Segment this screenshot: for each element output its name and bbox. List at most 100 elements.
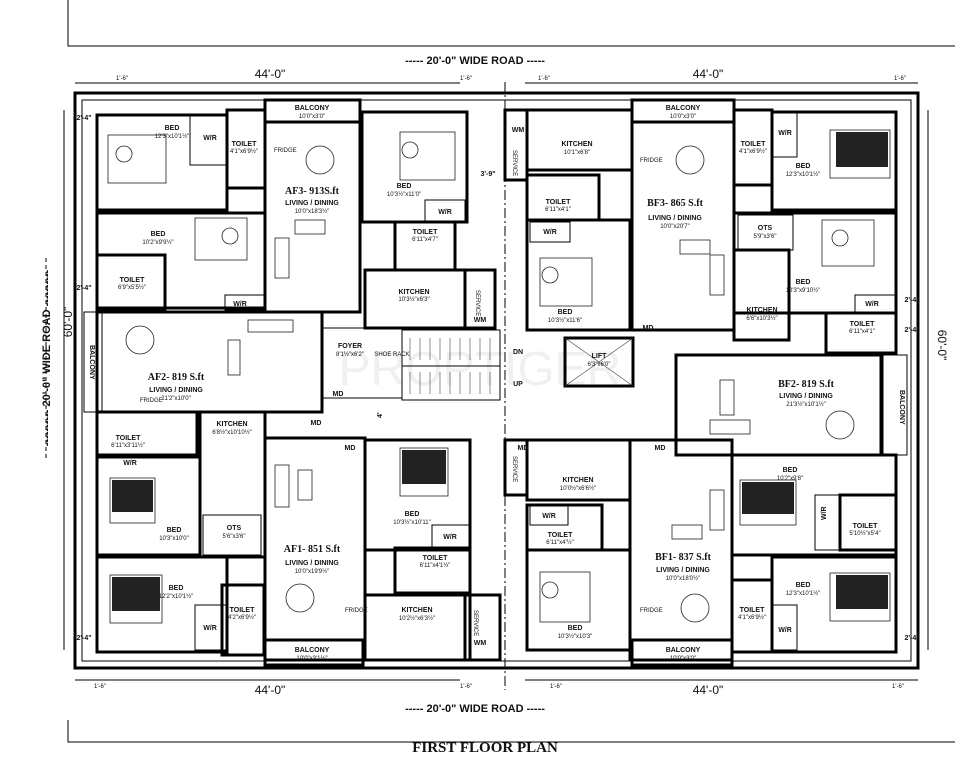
- setback-5: 1'-6": [94, 684, 106, 690]
- label-md-bf1: MD: [518, 445, 529, 452]
- room-toilet-af2: [95, 253, 167, 312]
- wr-b-tr: [771, 111, 798, 158]
- dim-toilet-b-br: 4'1"x6'9½": [738, 614, 766, 621]
- dim-balcony-a-top: 10'0"x3'0": [299, 114, 325, 120]
- label-bed-bf3: BED: [558, 309, 573, 316]
- label-wm-af3: WM: [474, 317, 487, 324]
- label-bed-af3: BED: [397, 183, 412, 190]
- label-toilet-a-bl: TOILET: [230, 607, 255, 614]
- label-ots-b: OTS: [758, 225, 773, 232]
- label-bed-af2: BED: [151, 231, 166, 238]
- dim-foyer: 8'1½"x6'2": [336, 351, 364, 358]
- dim-bed-b-tr: 12'3"x10'1½": [786, 171, 821, 178]
- label-md-af1: MD: [345, 445, 356, 452]
- dim-toilet-af2b: 6'11"x3'11½": [111, 442, 145, 449]
- dim-toilet-bf2: 6'11"x4'1": [849, 329, 875, 335]
- room-bed-b-tr: [770, 110, 898, 212]
- setback-6: 1'-6": [460, 684, 472, 690]
- label-bed-bf1: BED: [568, 625, 583, 632]
- dim-living-bf3: 10'0"x20'7": [660, 224, 690, 230]
- label-md-bf3: MD: [643, 325, 654, 332]
- room-toilet-bf2: [824, 311, 898, 355]
- dim-bed-a-bl: 12'2"x10'1½": [159, 593, 194, 600]
- ots-a: [202, 514, 262, 556]
- label-toilet-a-tl: TOILET: [232, 141, 257, 148]
- offset-b3: 2'-4": [904, 635, 919, 642]
- label-fridge-af1: FRIDGE: [345, 608, 368, 614]
- dim-bed-af2: 10'2"x9'9½": [142, 239, 173, 246]
- unit-bf1: BF1- 837 S.ft: [655, 552, 712, 563]
- label-balcony-a-bot: BALCONY: [295, 647, 330, 654]
- room-toilet-a-bl: [220, 583, 266, 657]
- label-wr-bf2b: W/R: [821, 506, 828, 520]
- label-balcony-a-top: BALCONY: [295, 105, 330, 112]
- unit-af2: AF2- 819 S.ft: [148, 372, 205, 383]
- gap-4: 4': [377, 412, 384, 418]
- label-wr-af1: W/R: [443, 534, 457, 541]
- balcony-a-bot: [263, 638, 365, 667]
- label-toilet-af1: TOILET: [423, 555, 448, 562]
- label-shoe-rack: SHOE RACK: [374, 352, 409, 358]
- dim-toilet-af2: 6'9"x5'5½": [118, 284, 146, 291]
- service-bf1: [503, 438, 529, 497]
- room-bed-af2b: [95, 453, 202, 557]
- label-living-af2: LIVING / DINING: [149, 387, 203, 394]
- room-kitchen-bf2: [732, 248, 791, 342]
- label-service-af3: SERVICE: [474, 290, 480, 316]
- setback-3: 1'-6": [538, 76, 550, 82]
- road-bottom-label: ----- 20'-0" WIDE ROAD -----: [405, 703, 545, 715]
- wr-bf1: [529, 504, 569, 526]
- label-fridge-bf1: FRIDGE: [640, 608, 663, 614]
- label-wm-af1: WM: [474, 640, 487, 647]
- dim-bed-af3: 10'3½"x11'0": [387, 191, 421, 198]
- dim-toilet-b-tr: 4'1"x6'9½": [739, 148, 767, 155]
- offset-b1: 2'-4": [904, 297, 919, 304]
- label-bed-af1: BED: [405, 511, 420, 518]
- label-balcony-bf2: BALCONY: [898, 390, 905, 425]
- label-wm-bf3: WM: [512, 127, 525, 134]
- label-wr-bf2: W/R: [865, 301, 879, 308]
- dim-bed-b-br: 12'3"x10'1½": [786, 590, 821, 597]
- offset-b2: 2'-4": [904, 327, 919, 334]
- dimension-lines: [63, 82, 929, 681]
- label-md-bf2: MD: [655, 445, 666, 452]
- label-kitchen-af1: KITCHEN: [401, 607, 432, 614]
- unit-af1: AF1- 851 S.ft: [284, 544, 341, 555]
- room-bed-af1: [363, 438, 472, 552]
- room-kitchen-af1: [363, 593, 472, 662]
- dim-kitchen-af3: 10'3½"x6'3": [398, 296, 429, 303]
- room-kitchen-bf3: [525, 108, 634, 172]
- label-balcony-af2: BALCONY: [88, 345, 95, 380]
- offset-a3: 2'-4": [76, 635, 91, 642]
- label-wr-a-tl: W/R: [203, 135, 217, 142]
- unit-bf3: BF3- 865 S.ft: [647, 198, 704, 209]
- sofas: [227, 219, 751, 540]
- label-kitchen-af3: KITCHEN: [398, 289, 429, 296]
- dim-bed-bf1: 10'3½"x10'3": [558, 633, 593, 640]
- outer-wall: [73, 91, 920, 670]
- dim-bed-af1: 10'3½"x10'11": [393, 519, 430, 526]
- label-md-af2b: MD: [311, 420, 322, 427]
- dim-lift: 6'3"x6'0": [588, 362, 611, 368]
- dim-balcony-a-bot: 10'0"x3'1½": [296, 655, 327, 662]
- dim-kitchen-af2: 6'8½"x10'10½": [212, 429, 252, 436]
- dim-toilet-a-bl: 4'2"x6'9½": [228, 614, 256, 621]
- stair-treads: [402, 338, 500, 394]
- label-bed-bf2: BED: [796, 279, 811, 286]
- label-bed-b-tr: BED: [796, 163, 811, 170]
- dim-bed-a-tl: 12'3"x10'1½": [155, 133, 190, 140]
- label-bed-a-tl: BED: [165, 125, 180, 132]
- label-fridge-bf3: FRIDGE: [640, 158, 663, 164]
- label-wr-b-br: W/R: [778, 627, 792, 634]
- label-toilet-bf1: TOILET: [548, 532, 573, 539]
- dim-toilet-bf3: 6'11"x4'1": [545, 207, 571, 213]
- room-toilet-bf3: [525, 173, 601, 222]
- dim-toilet-bf1: 6'11"x4'½": [546, 539, 573, 546]
- label-wr-af3: W/R: [438, 209, 452, 216]
- room-toilet-af2b: [95, 410, 199, 459]
- setback-2: 1'-6": [460, 76, 472, 82]
- label-toilet-af2b: TOILET: [116, 435, 141, 442]
- label-toilet-bf2b: TOILET: [853, 523, 878, 530]
- label-living-af3: LIVING / DINING: [285, 200, 339, 207]
- dim-bed-af2b: 10'3"x10'0": [159, 536, 189, 542]
